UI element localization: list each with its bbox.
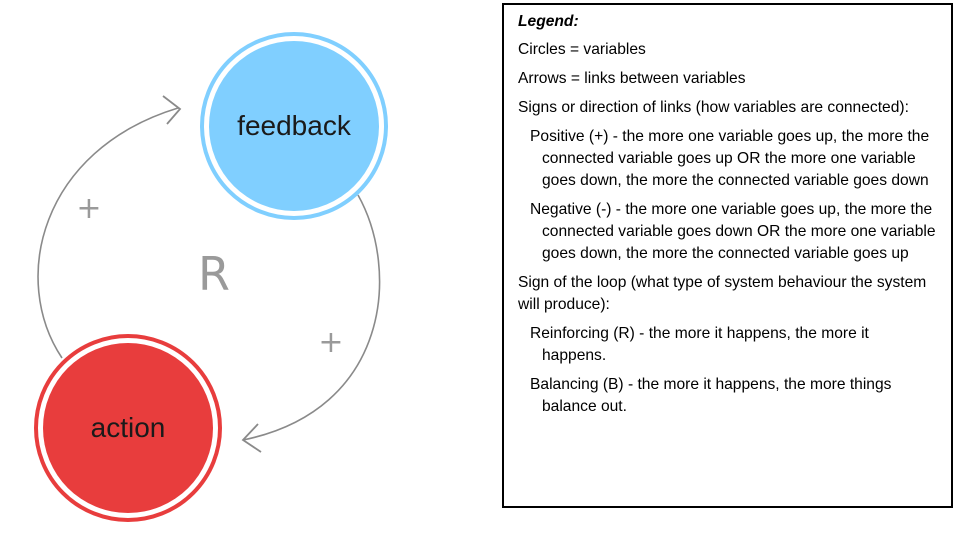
legend-item-arrows: Arrows = links between variables <box>518 70 746 87</box>
link-feedback-to-action <box>242 194 381 441</box>
arrowhead-to-feedback-icon <box>162 95 182 125</box>
legend-item-balancing: Balancing (B) - the more it happens, the… <box>530 376 892 415</box>
legend-item-loop-sign: Sign of the loop (what type of system be… <box>518 274 927 313</box>
causal-loop-diagram: feedback action + + R <box>34 32 388 522</box>
legend-item-reinforcing: Reinforcing (R) - the more it happens, t… <box>530 325 869 364</box>
link-sign-left: + <box>76 191 101 226</box>
loop-sign: R <box>198 247 230 301</box>
node-feedback-circle <box>209 41 379 211</box>
legend-item-circles: Circles = variables <box>518 41 646 58</box>
node-action-circle <box>43 343 213 513</box>
node-action: action <box>34 334 222 522</box>
legend-box: Legend: Circles = variables Arrows = lin… <box>502 3 953 508</box>
legend-item-positive: Positive (+) - the more one variable goe… <box>530 128 930 189</box>
node-feedback: feedback <box>200 32 388 220</box>
legend-item-link-signs: Signs or direction of links (how variabl… <box>518 99 909 116</box>
legend-title: Legend: <box>518 13 579 30</box>
link-action-to-feedback <box>37 107 179 359</box>
link-sign-right: + <box>318 325 343 360</box>
node-feedback-label: feedback <box>237 110 352 141</box>
legend-item-negative: Negative (-) - the more one variable goe… <box>530 201 936 262</box>
arrowhead-to-action-icon <box>241 423 262 453</box>
node-action-label: action <box>91 412 166 443</box>
node-action-ring <box>34 334 222 522</box>
node-feedback-ring <box>200 32 388 220</box>
